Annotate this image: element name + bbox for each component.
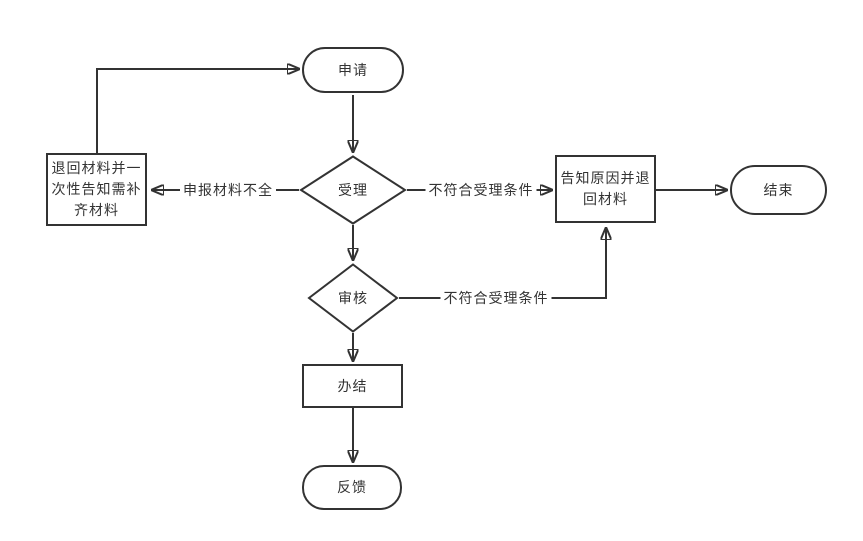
node-notify-reason: 告知原因并退回材料 xyxy=(555,155,656,223)
node-apply: 申请 xyxy=(302,47,404,93)
node-notify-reason-label: 告知原因并退回材料 xyxy=(560,170,651,207)
node-feedback: 反馈 xyxy=(302,465,402,510)
node-end: 结束 xyxy=(730,165,827,215)
node-review: 审核 xyxy=(307,263,399,333)
node-complete-label: 办结 xyxy=(337,377,368,394)
node-apply-label: 申请 xyxy=(338,61,368,78)
edge-label-incomplete-materials: 申报材料不全 xyxy=(180,180,276,200)
node-return-materials-label: 退回材料并一次性告知需补齐材料 xyxy=(51,160,142,218)
node-return-materials: 退回材料并一次性告知需补齐材料 xyxy=(46,153,147,226)
diamond-shape xyxy=(307,263,399,333)
node-feedback-label: 反馈 xyxy=(337,479,367,495)
node-accept-label: 受理 xyxy=(338,181,368,198)
node-accept: 受理 xyxy=(299,155,407,225)
node-review-label: 审核 xyxy=(338,289,368,306)
node-complete: 办结 xyxy=(302,364,403,408)
edge-return-materials-to-apply xyxy=(96,69,298,153)
edge-label-not-meet-conditions-accept: 不符合受理条件 xyxy=(425,180,537,200)
edge-label-not-meet-conditions-review: 不符合受理条件 xyxy=(440,288,552,308)
node-end-label: 结束 xyxy=(763,181,794,198)
diamond-shape xyxy=(299,155,407,225)
